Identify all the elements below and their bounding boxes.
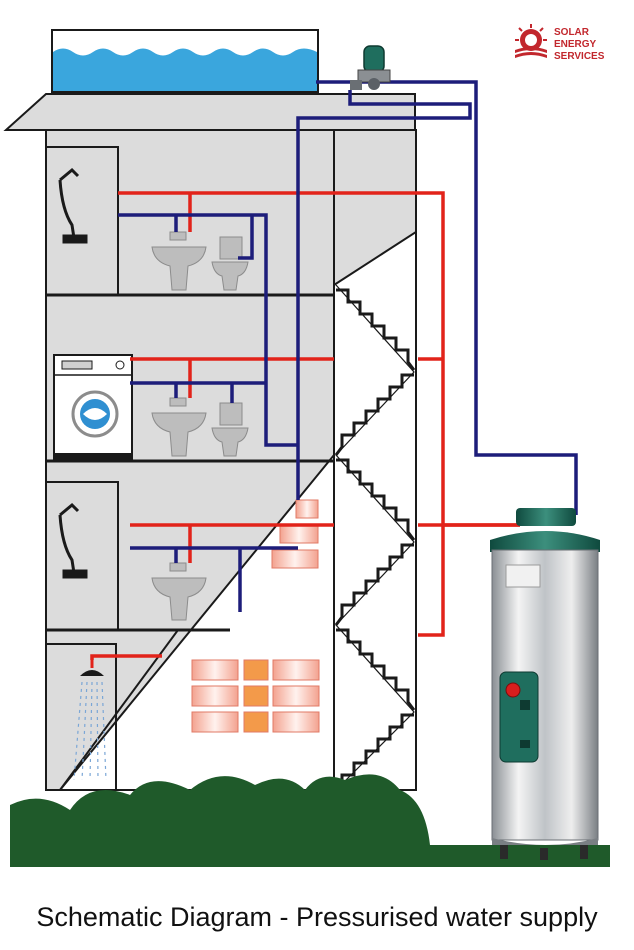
washbasin-icon <box>151 231 207 291</box>
logo-line1: SOLAR <box>554 27 590 38</box>
hot-water-pipes <box>90 191 520 660</box>
cold-water-pipes <box>118 80 578 612</box>
washing-machine-icon <box>53 354 133 460</box>
window-bricks-upper <box>271 499 319 569</box>
bush-icon <box>10 774 610 867</box>
sun-icon <box>515 24 547 58</box>
shower-mixer-icon <box>58 502 88 579</box>
shower-mixer-icon <box>58 167 88 244</box>
washbasin-icon <box>151 397 207 457</box>
roof <box>3 93 416 131</box>
toilet-icon <box>211 402 249 457</box>
overhead-shower-icon <box>73 660 107 781</box>
room-walls <box>45 146 119 791</box>
toilet-icon <box>211 236 249 291</box>
diagram-caption: Schematic Diagram - Pressurised water su… <box>36 902 598 932</box>
washbasin-icon <box>151 562 207 621</box>
logo-line2: ENERGY <box>554 39 597 50</box>
stair-tower-upper-wall <box>333 129 417 287</box>
company-logo: SOLAR ENERGY SERVICES <box>515 24 605 62</box>
schematic-diagram: SOLAR ENERGY SERVICES <box>3 24 610 867</box>
pressure-pump-icon <box>350 45 391 90</box>
water-heater-icon <box>490 508 600 860</box>
window-bricks-lower <box>191 659 320 733</box>
water-tank-icon <box>51 29 319 93</box>
stair-zigzag <box>335 284 415 791</box>
logo-line3: SERVICES <box>554 51 605 62</box>
